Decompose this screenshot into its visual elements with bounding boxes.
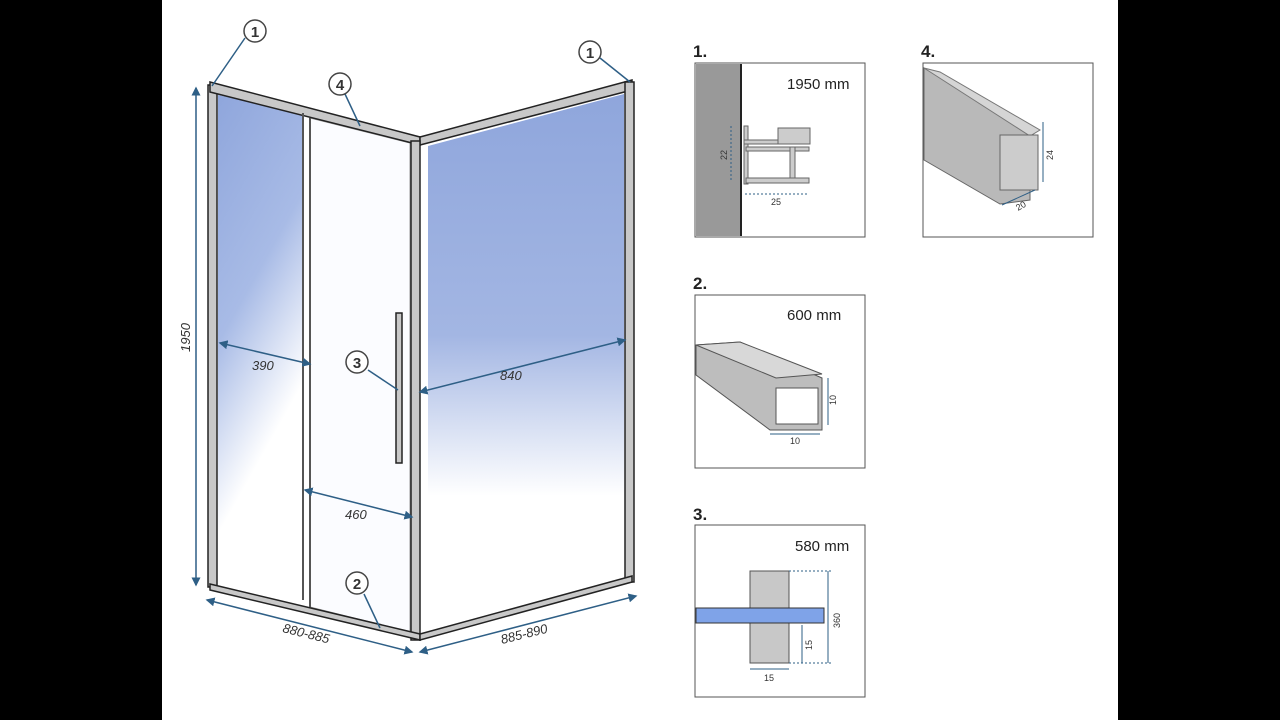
- fixed-glass-panel: [218, 95, 303, 600]
- detail-2-length: 600 mm: [787, 307, 841, 324]
- detail-4-number: 4.: [921, 42, 935, 61]
- height-dimension: 1950: [178, 322, 193, 352]
- sliding-door-glass: [309, 117, 411, 633]
- detail-4-dim-24: 24: [1045, 150, 1055, 160]
- callout-3: 3: [353, 355, 361, 372]
- side-panel-dimension: 840: [500, 368, 522, 383]
- detail-1-dim-22: 22: [719, 150, 729, 160]
- left-wall-profile: [207, 84, 218, 588]
- detail-2-dim-width: 10: [790, 436, 800, 446]
- detail-1-length: 1950 mm: [787, 76, 850, 93]
- right-wall-profile: [624, 81, 635, 583]
- door-handle: [395, 312, 403, 464]
- detail-2-dim-height: 10: [828, 395, 838, 405]
- side-glass-panel: [428, 94, 624, 630]
- detail-3-dim-15-horizontal: 15: [764, 673, 774, 683]
- callout-2: 2: [353, 576, 361, 593]
- fixed-panel-dimension: 390: [252, 358, 274, 373]
- detail-1-dim-25: 25: [771, 197, 781, 207]
- detail-3-dim-360: 360: [832, 613, 842, 628]
- callout-1-right: 1: [586, 45, 594, 62]
- callout-1-left: 1: [251, 24, 259, 41]
- door-opening-dimension: 460: [345, 507, 367, 522]
- detail-3-dim-15-vertical: 15: [804, 640, 814, 650]
- detail-3-number: 3.: [693, 505, 707, 524]
- corner-post: [410, 140, 421, 641]
- callout-4: 4: [336, 77, 345, 94]
- detail-2-number: 2.: [693, 274, 707, 293]
- detail-3-length: 580 mm: [795, 538, 849, 555]
- detail-4-dim-20: 20: [1014, 199, 1028, 213]
- detail-1-number: 1.: [693, 42, 707, 61]
- front-width-dimension: 880-885: [281, 620, 332, 646]
